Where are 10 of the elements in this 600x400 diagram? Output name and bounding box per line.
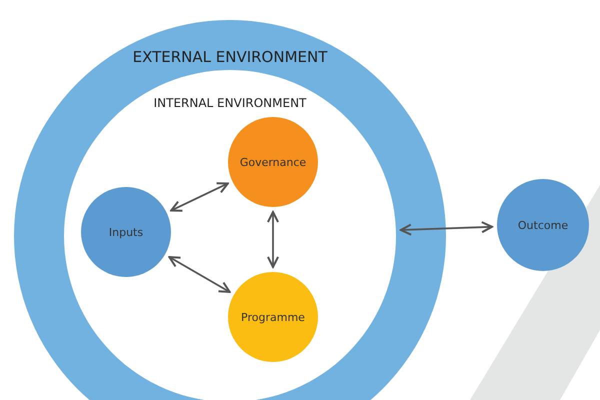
environment-label: INTERNAL ENVIRONMENT	[152, 96, 308, 110]
node-label: Programme	[241, 310, 305, 324]
double-arrow	[266, 211, 280, 268]
double-arrow	[168, 256, 231, 293]
node-label: Governance	[240, 156, 306, 168]
environment-label: EXTERNAL ENVIRONMENT	[132, 48, 328, 66]
node-label: Outcome	[518, 218, 568, 232]
double-arrow	[170, 182, 229, 212]
double-arrow	[400, 221, 494, 236]
node-label: Inputs	[108, 226, 144, 238]
